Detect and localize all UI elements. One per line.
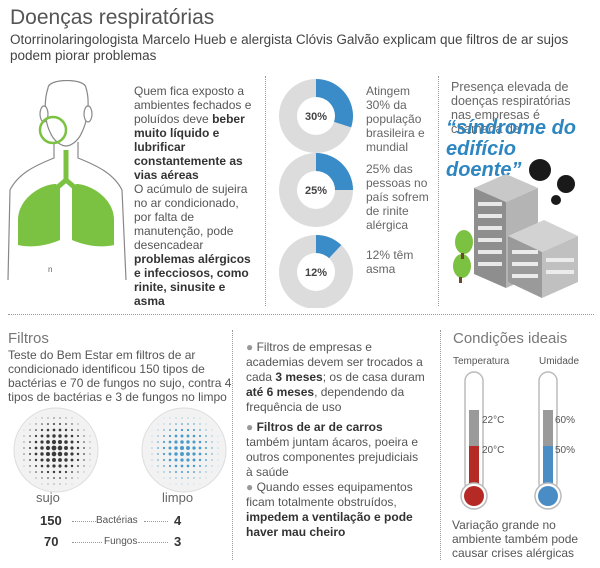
fungi-line-left (72, 542, 102, 543)
pie-2-label: 25% (305, 185, 327, 197)
bacteria-line-right (144, 521, 168, 522)
pie-3: 12% (279, 235, 353, 308)
humidity-high: 60% (555, 415, 576, 426)
temp-low: 20°C (482, 445, 505, 456)
pie-text-3: 12% têm asma (366, 248, 414, 276)
sick-building-illustration (453, 159, 578, 298)
filter-circles (13, 407, 227, 493)
pie-text-2: 25% das pessoas no país sofrem de rinite… (366, 162, 429, 232)
pie-1-hole (297, 97, 335, 135)
page-title: Doenças respiratórias (10, 6, 215, 29)
bacteria-clean: 4 (174, 513, 182, 528)
temp-high: 22°C (482, 415, 505, 426)
bacteria-label: Bactérias (96, 515, 138, 526)
divider-2 (438, 76, 439, 306)
bacteria-line-left (72, 521, 96, 522)
thermometers (460, 371, 562, 510)
fungi-line-right (138, 542, 168, 543)
bacteria-dirty: 150 (40, 513, 62, 528)
conditions-note: Variação grande no ambiente também pode … (452, 518, 579, 560)
filters-title: Filtros (8, 330, 49, 347)
pie-2-hole (297, 171, 335, 209)
dirty-filter (13, 407, 99, 493)
pie-3-label: 12% (305, 267, 327, 279)
page-subtitle: Otorrinolaringologista Marcelo Hueb e al… (10, 32, 569, 63)
bullet-2: ● Filtros de ar de carros também juntam … (246, 420, 419, 479)
pie-text-1: Atingem 30% da população brasileira e mu… (366, 84, 425, 154)
body-text-1: Quem fica exposto a ambientes fechados e… (134, 84, 252, 182)
building-highlight: “síndrome do edifício doente” (446, 117, 577, 181)
humidity-low: 50% (555, 445, 576, 456)
pie-2: 25% (279, 153, 353, 227)
dirty-label: sujo (36, 490, 60, 505)
divider-horizontal (8, 314, 594, 315)
humidity-thermometer (534, 371, 562, 510)
pie-3-hole (297, 253, 335, 291)
pie-charts: 30% 25% 12% (279, 79, 353, 308)
clean-filter (141, 407, 227, 493)
body-lungs-illustration: n (7, 80, 127, 280)
fungi-dirty: 70 (44, 534, 59, 549)
bullet-3: ● Quando esses equipamentos ficam totalm… (246, 480, 413, 539)
divider-1 (265, 76, 266, 306)
clean-label: limpo (162, 490, 194, 505)
humidity-label: Umidade (539, 356, 580, 367)
filters-description: Teste do Bem Estar em filtros de ar cond… (8, 348, 232, 404)
pie-1: 30% (279, 79, 353, 153)
bullet-1: ● Filtros de empresas e academias devem … (246, 340, 425, 414)
fungi-clean: 3 (174, 534, 182, 549)
building-intro: Presença elevada de doenças respiratória… (451, 80, 571, 136)
divider-4 (440, 330, 441, 560)
body-text-2: O acúmulo de sujeira no ar condicionado,… (134, 182, 251, 308)
divider-3 (232, 330, 233, 560)
pie-1-label: 30% (305, 111, 327, 123)
conditions-title: Condições ideais (453, 330, 568, 347)
temperature-thermometer (460, 371, 488, 510)
svg-text:n: n (48, 265, 52, 274)
temperature-label: Temperatura (453, 356, 510, 367)
fungi-label: Fungos (104, 536, 138, 547)
